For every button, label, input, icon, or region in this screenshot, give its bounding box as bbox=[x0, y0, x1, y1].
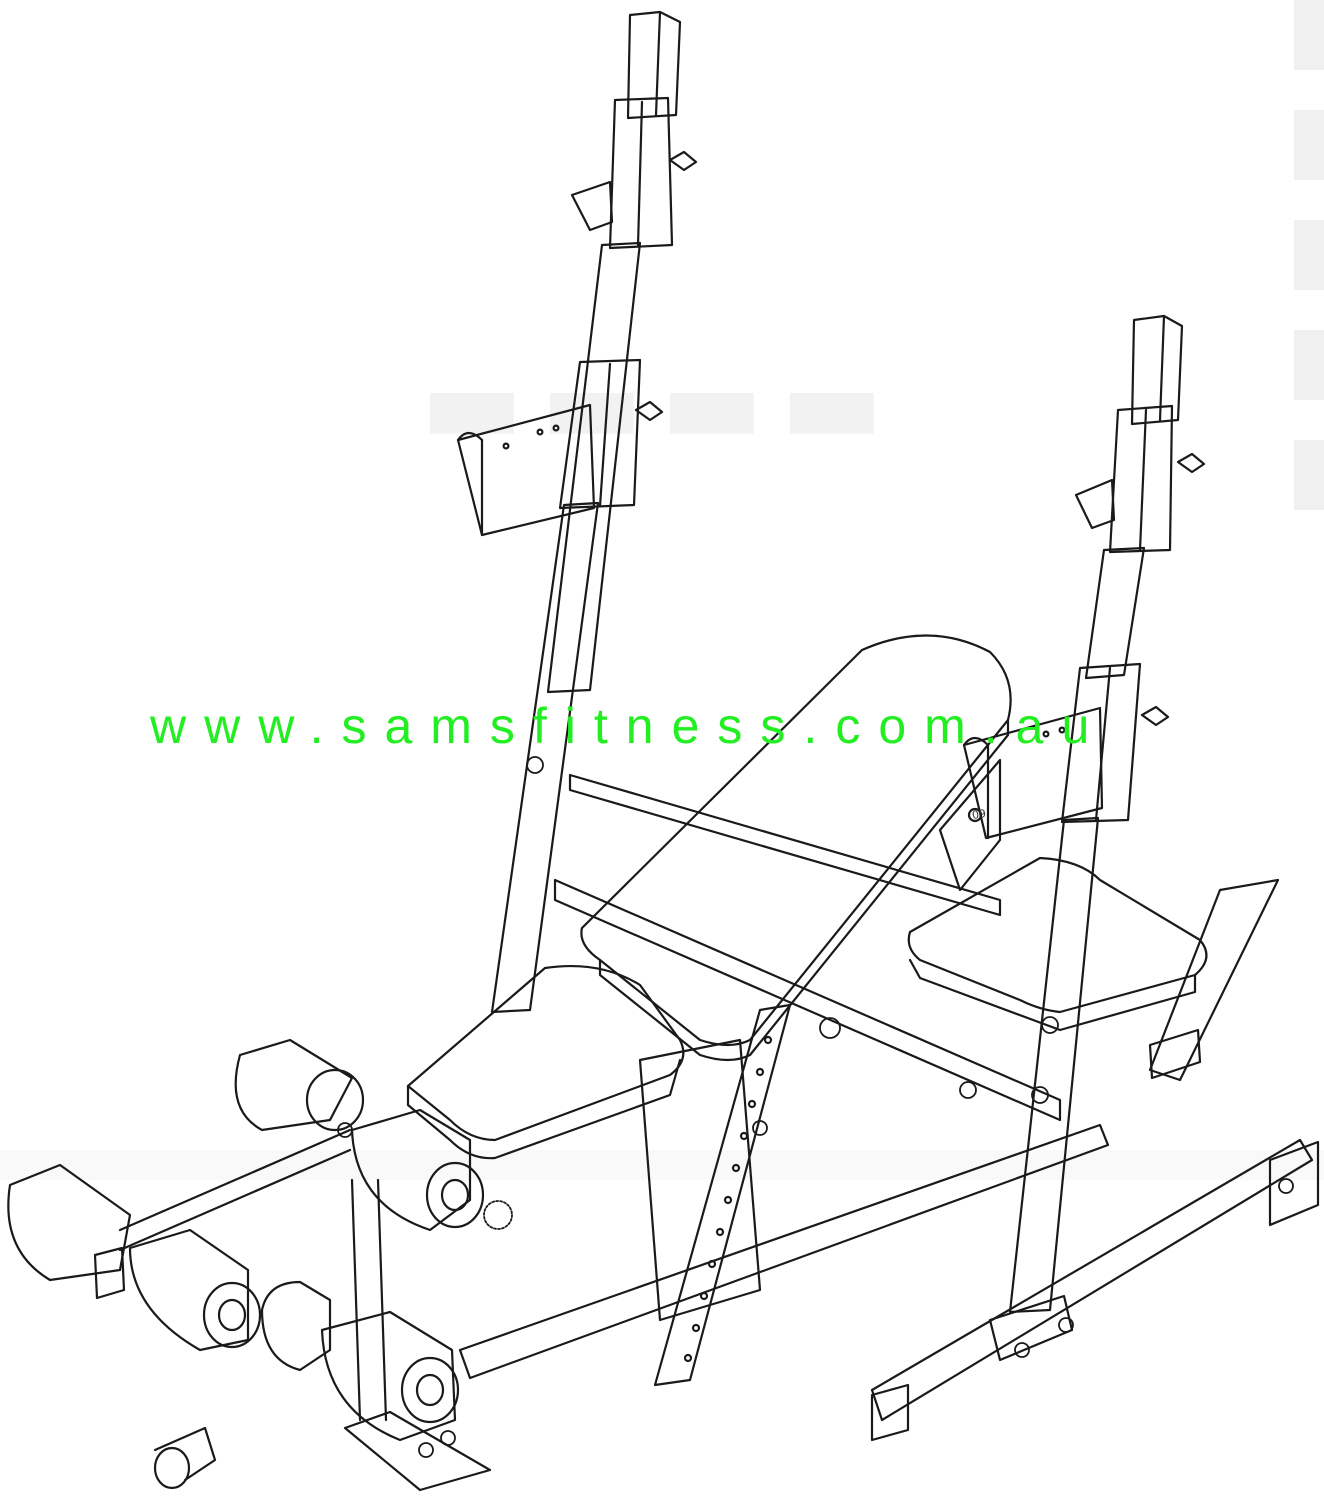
foot-end-cap bbox=[93, 1246, 126, 1300]
base-frame bbox=[458, 773, 1320, 1442]
seat-pad bbox=[406, 964, 685, 1160]
left-spotter-arm bbox=[456, 403, 596, 537]
backrest-pivot-bolt bbox=[967, 807, 983, 823]
part-number-label: 09 bbox=[970, 806, 988, 823]
left-side-rail bbox=[458, 1123, 1110, 1380]
right-spotter-arm bbox=[962, 706, 1104, 840]
seat-top-face bbox=[406, 964, 685, 1142]
roller-front-left bbox=[7, 1163, 132, 1282]
left-upright-post bbox=[546, 241, 642, 694]
adjustment-ladder bbox=[653, 1003, 792, 1387]
backrest-top-face bbox=[580, 634, 1012, 1047]
leg-lever-arm bbox=[350, 1178, 388, 1422]
roller-front-mid bbox=[128, 1228, 250, 1352]
roller-rear-left bbox=[234, 1038, 354, 1132]
right-upright-lower-post bbox=[1008, 816, 1100, 1314]
bolts bbox=[337, 756, 1294, 1458]
right-j-hook bbox=[1074, 478, 1116, 530]
right-rear-leg bbox=[1268, 1140, 1320, 1227]
collar-clip bbox=[153, 1426, 217, 1482]
weight-horn bbox=[260, 1280, 332, 1372]
center-spine bbox=[638, 1038, 762, 1322]
left-upright-inner-post bbox=[626, 10, 682, 120]
right-upright-post bbox=[1084, 546, 1146, 680]
leg-rollers bbox=[7, 1038, 492, 1492]
backrest-support-arm bbox=[938, 758, 1002, 892]
ladder-bar bbox=[653, 1003, 792, 1387]
backrest-pad bbox=[580, 634, 1012, 1062]
roller-rear-right bbox=[350, 1108, 472, 1232]
ghost-logo-edge bbox=[1294, 0, 1324, 520]
left-pin-knob-mid bbox=[634, 400, 664, 422]
rear-tube bbox=[568, 773, 1002, 917]
pop-pin-knob bbox=[483, 1200, 513, 1230]
left-j-hook bbox=[570, 180, 614, 232]
left-pin-knob-top bbox=[668, 150, 698, 172]
rear-bar-sleeve bbox=[1148, 1028, 1202, 1080]
leg-roller-shaft bbox=[118, 1128, 352, 1252]
left-upright-lower-post bbox=[490, 501, 600, 1014]
rear-seat-pad bbox=[907, 856, 1208, 1032]
right-front-foot bbox=[870, 1383, 910, 1442]
left-upright-collar-mid bbox=[558, 358, 642, 510]
right-upright bbox=[962, 314, 1206, 1314]
floor-foot-plate bbox=[343, 1410, 492, 1492]
right-upright-inner-post bbox=[1130, 314, 1184, 426]
left-upright bbox=[456, 10, 698, 1014]
rear-bar-angled bbox=[1148, 878, 1280, 1082]
roller-front-right bbox=[320, 1310, 457, 1442]
right-pin-knob-mid bbox=[1140, 705, 1170, 727]
right-pin-knob-top bbox=[1176, 452, 1206, 474]
right-upright-collar-mid bbox=[1060, 662, 1142, 824]
front-crossbar bbox=[870, 1138, 1314, 1422]
rear-frame-bar bbox=[553, 878, 1062, 1122]
